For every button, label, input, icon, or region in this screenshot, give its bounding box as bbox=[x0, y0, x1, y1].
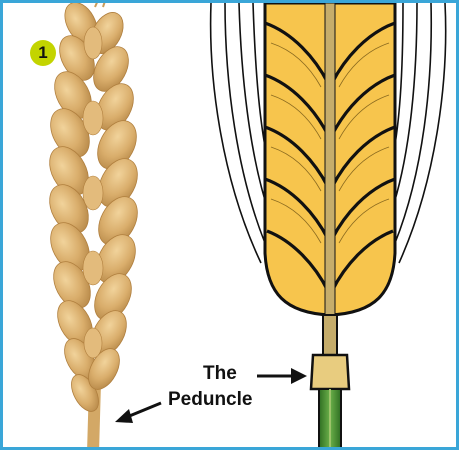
peduncle-label-line2: Peduncle bbox=[168, 389, 252, 411]
step-number: 1 bbox=[38, 43, 47, 63]
arrow-icon bbox=[257, 368, 307, 384]
step-number-badge: 1 bbox=[30, 40, 56, 66]
wheat-diagram bbox=[211, 3, 446, 450]
wheat-spike-photo bbox=[42, 3, 145, 450]
peduncle-label-line1: The bbox=[203, 363, 237, 385]
arrow-icon bbox=[115, 403, 161, 423]
